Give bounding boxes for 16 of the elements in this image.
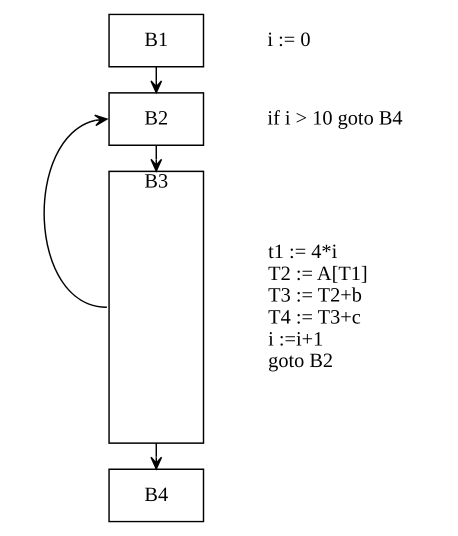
node-label: i := 0 [267,28,311,51]
node-label: i :=i+1 [268,328,324,350]
arrow [150,443,162,470]
node-box: B3 [108,170,204,444]
node-box: B2 [108,92,204,146]
node-label: if i > 10 goto B4 [267,107,403,130]
arrow [44,114,108,308]
node-label: T3 := T2+b [268,284,362,307]
node-label: goto B2 [268,350,334,372]
node-box: B4 [108,468,204,522]
node-label: T4 := T3+c [268,306,361,329]
node-label: T2 := A[T1] [268,262,368,285]
node-box: B1 [108,14,204,68]
arrow [150,146,162,172]
node-label: t1 := 4*i [268,241,338,264]
arrow [150,66,162,94]
